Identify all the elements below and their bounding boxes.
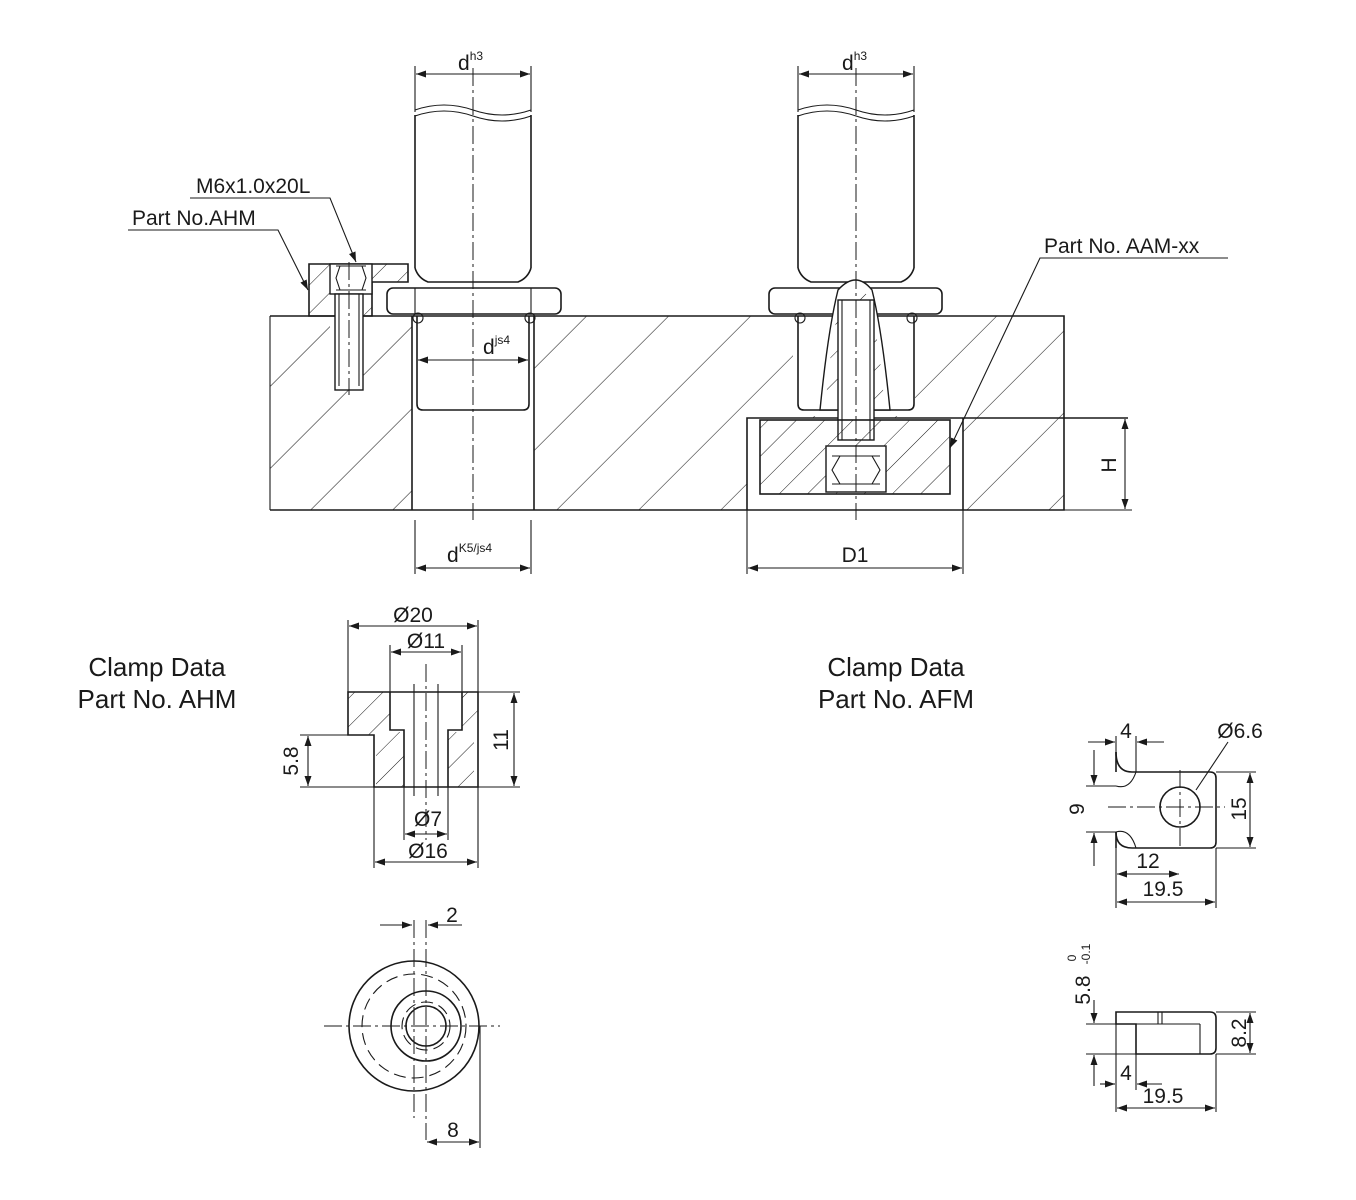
dim-d-k5: d (447, 544, 459, 567)
label-part-ahm-leader: Part No.AHM (132, 207, 256, 230)
dim-afm-tol-lower: -0.1 (1079, 943, 1093, 964)
afm-side-view: 5.8 0 -0.1 8.2 4 19.5 (1065, 943, 1256, 1112)
dim-ahm-11: 11 (490, 729, 513, 751)
dim-k5-sup: K5/js4 (459, 541, 493, 555)
ahm-section-dims: Ø20 Ø11 11 5.8 Ø7 Ø16 (280, 604, 520, 868)
dim-h3-sup-right: h3 (854, 49, 868, 63)
dim-afm-d66: Ø6.6 (1217, 720, 1263, 743)
dim-d-h3-right: d (842, 52, 854, 75)
svg-text:dK5/js4: dK5/js4 (447, 541, 492, 567)
label-bolt-spec: M6x1.0x20L (196, 175, 310, 198)
dim-ahm-2: 2 (446, 904, 458, 927)
dim-afm-82: 8.2 (1228, 1018, 1251, 1047)
dim-afm-tol-upper: 0 (1065, 954, 1079, 961)
ahm-clamp-assembly (308, 262, 409, 395)
dim-ahm-d11: Ø11 (407, 630, 445, 653)
dim-afm-4a: 4 (1120, 720, 1132, 743)
dim-H: H (1098, 457, 1121, 472)
right-locating-pin (759, 68, 951, 520)
left-locating-pin (386, 68, 562, 520)
dim-d-h3-left: d (458, 52, 470, 75)
dim-afm-15: 15 (1228, 797, 1251, 820)
afm-plan-view: 4 Ø6.6 9 15 12 19.5 (1066, 720, 1263, 908)
dim-afm-195b: 19.5 (1143, 1085, 1184, 1108)
dim-ahm-d16: Ø16 (408, 840, 448, 863)
svg-text:dh3: dh3 (458, 49, 483, 75)
dim-d-js4: d (483, 336, 495, 359)
dim-ahm-58: 5.8 (280, 746, 303, 775)
clamp-ahm-titles: Clamp Data Part No. AHM Clamp Data Part … (78, 652, 974, 714)
dim-afm-195a: 19.5 (1143, 878, 1184, 901)
clamp-afm-title: Clamp Data (827, 652, 965, 682)
clamp-afm-part: Part No. AFM (818, 684, 974, 714)
dim-ahm-d7: Ø7 (414, 808, 442, 831)
ahm-plan-view: 2 8 (324, 904, 500, 1148)
top-dimensions (128, 66, 1228, 574)
dim-afm-58: 5.8 (1072, 975, 1095, 1004)
dim-afm-4b: 4 (1120, 1062, 1132, 1085)
clamp-ahm-part: Part No. AHM (78, 684, 237, 714)
dim-afm-9: 9 (1066, 803, 1089, 815)
top-dim-texts: dh3 dh3 djs4 dK5/js4 D1 H M6x1.0x20L Par… (132, 49, 1200, 567)
label-part-aam: Part No. AAM-xx (1044, 235, 1200, 258)
clamp-ahm-title: Clamp Data (88, 652, 226, 682)
dim-afm-12: 12 (1136, 850, 1159, 873)
svg-text:djs4: djs4 (483, 333, 510, 359)
dim-js4-sup: js4 (494, 333, 511, 347)
dim-h3-sup-left: h3 (470, 49, 484, 63)
dim-ahm-d20: Ø20 (393, 604, 433, 627)
dim-D1: D1 (842, 544, 869, 567)
dim-ahm-8: 8 (447, 1119, 459, 1142)
svg-text:dh3: dh3 (842, 49, 867, 75)
